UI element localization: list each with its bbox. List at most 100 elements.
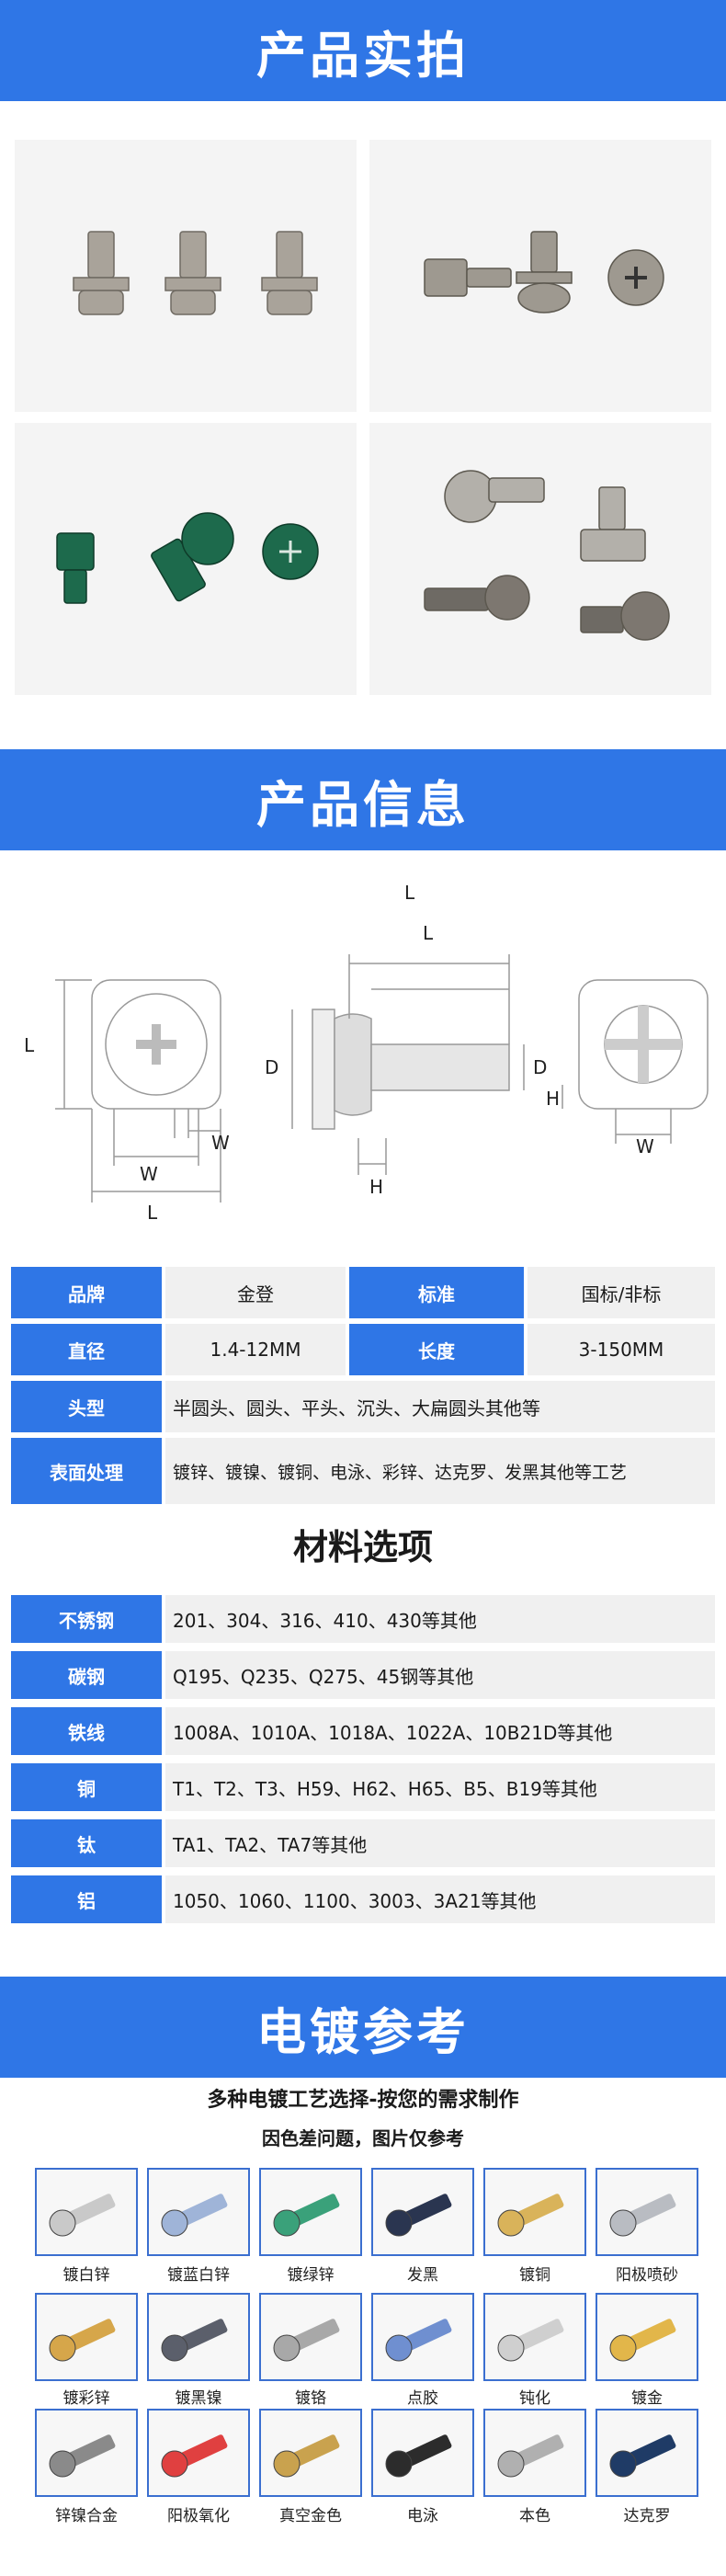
material-value-carbon: Q195、Q235、Q275、45钢等其他 xyxy=(165,1651,715,1699)
material-label-stainless: 不锈钢 xyxy=(11,1595,162,1643)
material-value-aluminum: 1050、1060、1100、3003、3A21等其他 xyxy=(165,1875,715,1923)
plating-swatch-image xyxy=(609,2319,676,2362)
material-label-iron-wire: 铁线 xyxy=(11,1707,162,1755)
plating-swatch-label: 真空金色 xyxy=(279,2507,342,2525)
material-row-aluminum: 铝 1050、1060、1100、3003、3A21等其他 xyxy=(11,1875,715,1923)
plating-swatch xyxy=(596,2168,698,2256)
spec-label-brand: 品牌 xyxy=(11,1267,162,1318)
plating-swatch-image xyxy=(49,2434,116,2478)
dim-label-mid-L1: L xyxy=(404,882,415,904)
plating-swatch-image xyxy=(497,2194,564,2237)
spec-value-brand: 金登 xyxy=(165,1267,346,1318)
dim-label-left-L: L xyxy=(24,1034,35,1056)
material-value-stainless: 201、304、316、410、430等其他 xyxy=(165,1595,715,1643)
photo-green-screws xyxy=(15,423,357,695)
dim-label-right-H: H xyxy=(546,1088,560,1110)
plating-swatch-image xyxy=(273,2319,340,2362)
plating-swatch-image xyxy=(273,2194,340,2237)
dimension-diagram-svg: L W W L L L D D H H W xyxy=(24,882,709,1224)
plating-swatch-image xyxy=(49,2319,116,2362)
plating-swatch-label: 镀彩锌 xyxy=(62,2389,110,2408)
material-label-titanium: 钛 xyxy=(11,1819,162,1867)
materials-title: 材料选项 xyxy=(292,1527,433,1567)
plating-swatch xyxy=(259,2409,362,2497)
spec-label-diameter: 直径 xyxy=(11,1324,162,1375)
plating-swatch xyxy=(147,2293,250,2381)
material-row-iron-wire: 铁线 1008A、1010A、1018A、1022A、10B21D等其他 xyxy=(11,1707,715,1755)
plating-swatch-label: 镀黑镍 xyxy=(175,2389,222,2408)
dim-label-right-W: W xyxy=(636,1135,654,1157)
plating-swatch xyxy=(483,2293,586,2381)
plating-swatch-label: 发黑 xyxy=(407,2266,438,2285)
material-row-copper: 铜 T1、T2、T3、H59、H62、H65、B5、B19等其他 xyxy=(11,1763,715,1811)
plating-swatch xyxy=(35,2168,138,2256)
plating-subtitle-2: 因色差问题，图片仅参考 xyxy=(262,2127,464,2149)
plating-swatch-label: 点胶 xyxy=(407,2389,438,2408)
plating-swatch-label: 本色 xyxy=(519,2507,550,2525)
material-value-copper: T1、T2、T3、H59、H62、H65、B5、B19等其他 xyxy=(165,1763,715,1811)
plating-swatch xyxy=(35,2409,138,2497)
spec-value-diameter: 1.4-12MM xyxy=(165,1324,346,1375)
plating-swatch-label: 钝化 xyxy=(519,2389,550,2408)
plating-swatch xyxy=(259,2168,362,2256)
plating-swatch xyxy=(371,2409,474,2497)
plating-swatch-label: 锌镍合金 xyxy=(55,2507,118,2525)
photo-mixed-screws-image xyxy=(369,140,711,412)
photo-assorted-screws xyxy=(369,423,711,695)
dim-label-left-L2: L xyxy=(147,1202,158,1224)
dimension-diagram: L W W L L L D D H H W xyxy=(0,872,726,1239)
material-row-titanium: 钛 TA1、TA2、TA7等其他 xyxy=(11,1819,715,1867)
plating-swatch-image xyxy=(161,2194,228,2237)
plating-swatch-label: 阳极氧化 xyxy=(167,2507,230,2525)
plating-swatch xyxy=(483,2168,586,2256)
plating-swatch xyxy=(483,2409,586,2497)
plating-swatch-image xyxy=(609,2434,676,2478)
plating-swatch-image xyxy=(161,2434,228,2478)
dim-label-mid-H: H xyxy=(369,1176,383,1198)
plating-swatch-label: 电泳 xyxy=(407,2507,438,2525)
info-title: 产品信息 xyxy=(256,775,470,834)
plating-swatch xyxy=(596,2293,698,2381)
photos-title: 产品实拍 xyxy=(256,26,470,85)
plating-swatch-label: 镀铬 xyxy=(295,2389,326,2408)
plating-swatch xyxy=(259,2293,362,2381)
plating-title: 电镀参考 xyxy=(256,2002,470,2061)
plating-swatch-label: 阳极喷砂 xyxy=(616,2266,678,2285)
dim-label-left-W1: W xyxy=(211,1132,230,1154)
spec-value-surface: 镀锌、镀镍、镀铜、电泳、彩锌、达克罗、发黑其他等工艺 xyxy=(165,1438,715,1504)
plating-swatch-label: 镀铜 xyxy=(519,2266,550,2285)
spec-value-length: 3-150MM xyxy=(527,1324,715,1375)
plating-swatch xyxy=(147,2409,250,2497)
plating-swatch-image xyxy=(497,2434,564,2478)
plating-swatch-image xyxy=(385,2434,452,2478)
plating-swatch-label: 镀蓝白锌 xyxy=(167,2266,230,2285)
photo-silver-screws xyxy=(15,140,357,412)
dim-label-mid-L2: L xyxy=(423,922,434,944)
plating-swatch-image xyxy=(49,2194,116,2237)
plating-swatch-label: 达克罗 xyxy=(623,2507,671,2525)
spec-row-2: 直径 1.4-12MM 长度 3-150MM xyxy=(11,1324,715,1375)
plating-swatch-image xyxy=(161,2319,228,2362)
material-value-titanium: TA1、TA2、TA7等其他 xyxy=(165,1819,715,1867)
dim-label-mid-D: D xyxy=(265,1056,278,1078)
spec-row-surface: 表面处理 镀锌、镀镍、镀铜、电泳、彩锌、达克罗、发黑其他等工艺 xyxy=(11,1438,715,1504)
material-label-aluminum: 铝 xyxy=(11,1875,162,1923)
material-label-copper: 铜 xyxy=(11,1763,162,1811)
plating-swatch xyxy=(35,2293,138,2381)
spec-label-length: 长度 xyxy=(349,1324,524,1375)
photo-green-screws-image xyxy=(15,423,357,695)
plating-swatch-image xyxy=(385,2194,452,2237)
plating-banner: 电镀参考 xyxy=(0,1977,726,2078)
plating-subtitle-1: 多种电镀工艺选择-按您的需求制作 xyxy=(207,2089,519,2112)
plating-swatch xyxy=(371,2168,474,2256)
plating-swatch-label: 镀金 xyxy=(631,2389,663,2408)
spec-value-standard: 国标/非标 xyxy=(527,1267,715,1318)
photos-banner: 产品实拍 xyxy=(0,0,726,101)
plating-swatch-label: 镀白锌 xyxy=(62,2266,110,2285)
plating-swatch-image xyxy=(609,2194,676,2237)
plating-swatch-image xyxy=(273,2434,340,2478)
spec-label-standard: 标准 xyxy=(349,1267,524,1318)
spec-label-surface: 表面处理 xyxy=(11,1438,162,1504)
photo-assorted-screws-image xyxy=(369,423,711,695)
plating-swatch xyxy=(371,2293,474,2381)
